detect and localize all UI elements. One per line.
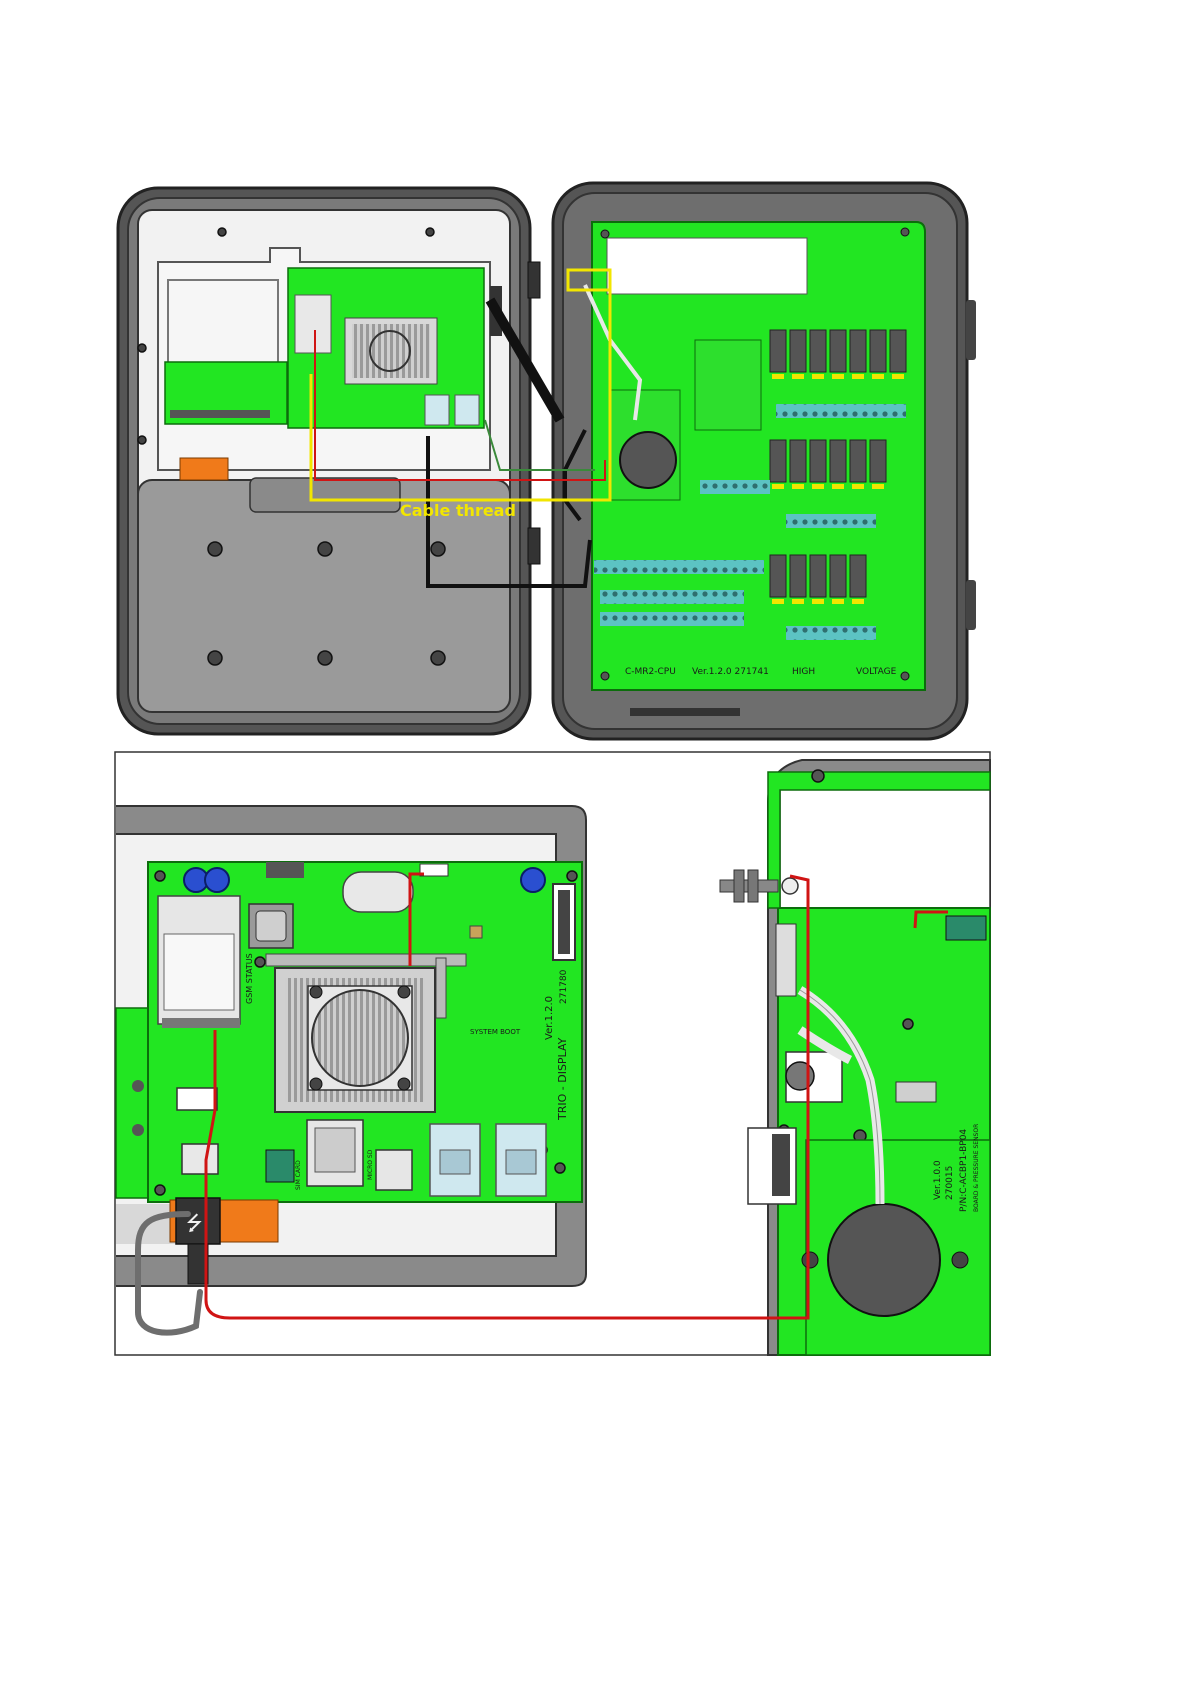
- sensor-board-part-number: P/N:C-ACBP1-BP04: [959, 1129, 969, 1212]
- display-board-version: Ver.1.2.0: [544, 996, 555, 1040]
- main-board-high-label: HIGH: [792, 667, 815, 677]
- sensor-board-description: BOARD & PRESSURE SENSOR: [973, 1124, 980, 1212]
- main-board-version: Ver.1.2.0 271741: [692, 667, 769, 677]
- display-board-code: 271780: [559, 969, 569, 1004]
- enclosure-right-body: C-MR2-CPU Ver.1.2.0 271741 HIGH VOLTAGE: [553, 183, 976, 739]
- system-boot-label: SYSTEM BOOT: [470, 1028, 521, 1036]
- gsm-status-label: GSM STATUS: [245, 953, 254, 1004]
- main-board-voltage-label: VOLTAGE: [856, 667, 897, 677]
- cable-thread-label: Cable thread: [400, 501, 516, 520]
- detail-view: GSM STATUS SYSTEM BOOT SIM CARD MICRO SD…: [115, 752, 990, 1355]
- sensor-board-version: Ver.1.0.0: [933, 1160, 943, 1200]
- display-board-name: TRIO - DISPLAY: [556, 1037, 569, 1121]
- enclosure-top-view: C-MR2-CPU Ver.1.2.0 271741 HIGH VOLTAGE …: [118, 183, 976, 739]
- micro-sd-label: MICRO SD: [367, 1149, 374, 1180]
- sim-card-label: SIM CARD: [295, 1160, 302, 1190]
- sensor-board-code: 270015: [945, 1166, 955, 1200]
- enclosure-left-door: [118, 188, 530, 734]
- main-board-model: C-MR2-CPU: [625, 667, 676, 677]
